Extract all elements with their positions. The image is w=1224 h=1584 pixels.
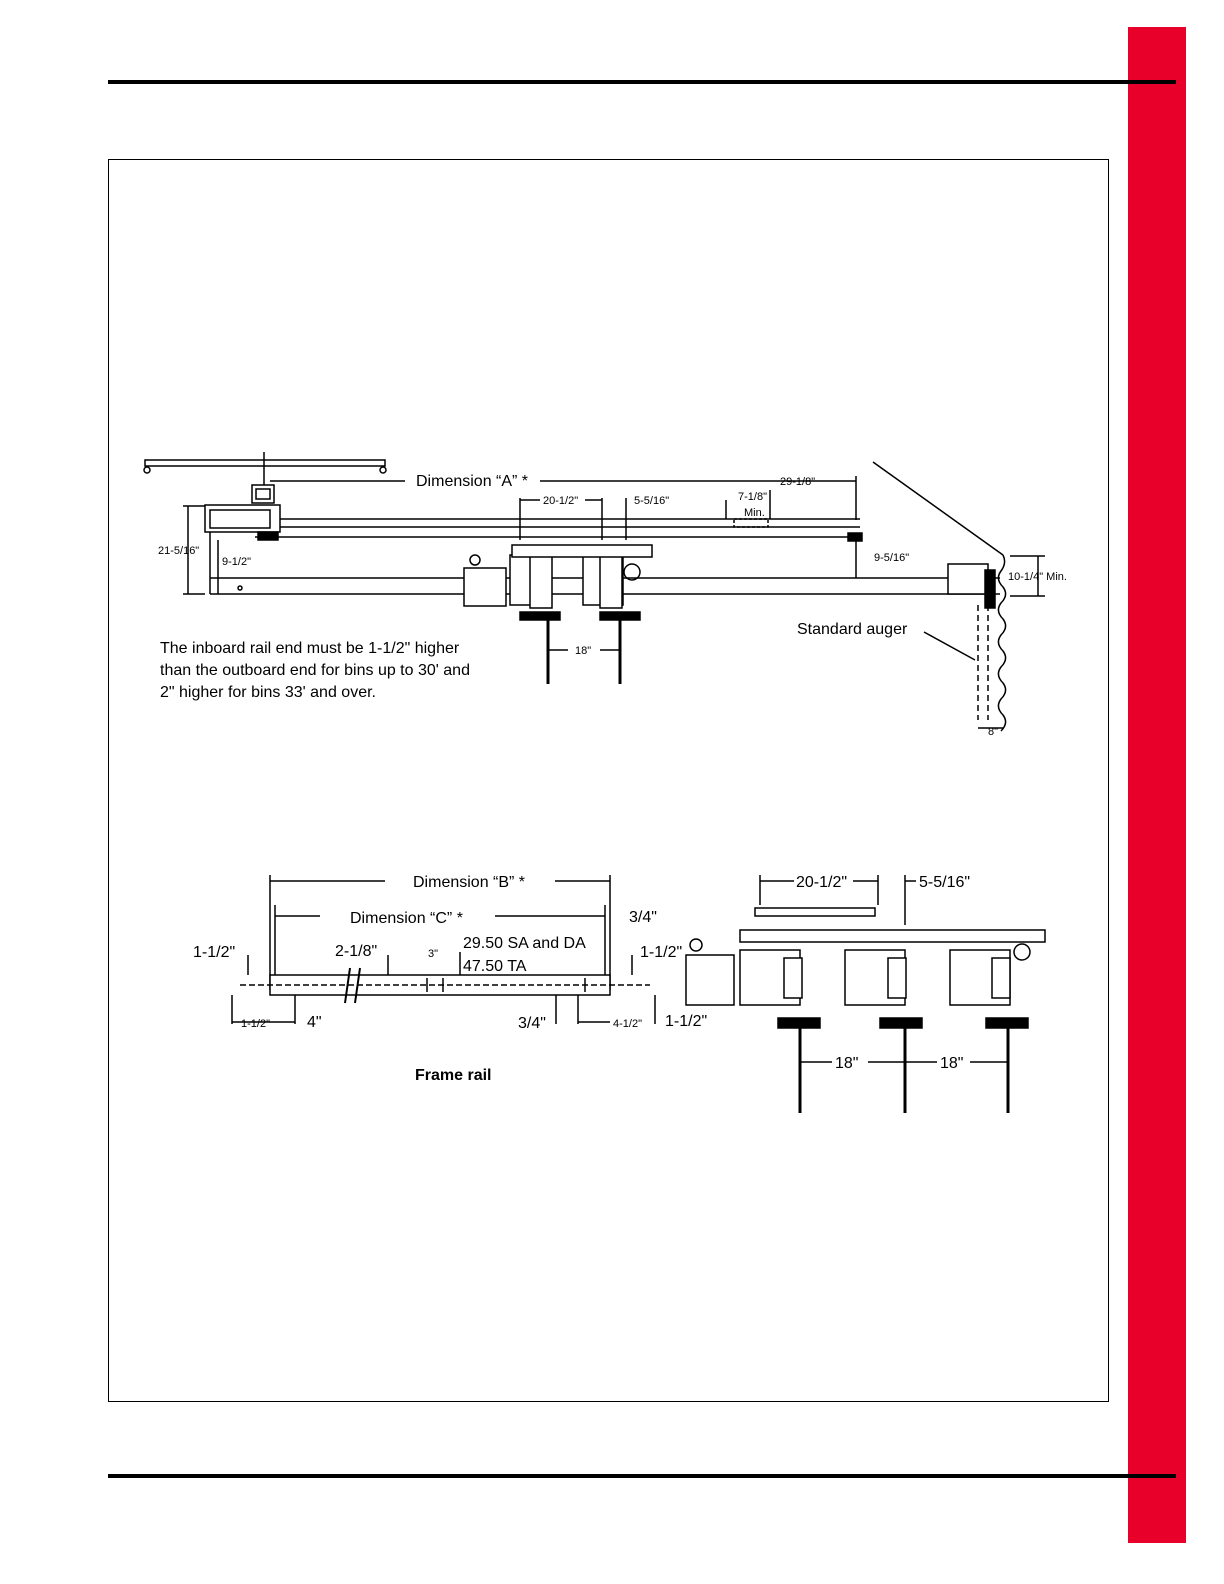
frame-rail-drawing: Dimension “B” * Dimension “C” * 3/4" 1-1… (193, 874, 707, 1084)
dim-18-triple-a: 18" (835, 1055, 858, 1072)
section-tab (1128, 27, 1186, 1543)
dim-29-50-sa-da: 29.50 SA and DA (463, 935, 586, 952)
dimension-a-label: Dimension “A” * (416, 473, 528, 490)
triple-drive-unit: 20-1/2" 5-5/16" 18" 18" (685, 874, 1046, 1113)
top-installation-view: Dimension “A” * 29-1/8" 20-1/2" 5-5/16" … (143, 452, 1067, 738)
header-rule (108, 80, 1176, 84)
dim-10-1-4-min: 10-1/4" Min. (1008, 571, 1067, 583)
note-line-2: than the outboard end for bins up to 30'… (160, 662, 470, 679)
dim-1-1-2-bottom-left: 1-1/2" (241, 1018, 270, 1030)
dim-5-5-16-triple: 5-5/16" (919, 874, 970, 891)
dim-3-4-bottom: 3/4" (518, 1015, 546, 1032)
dim-3: 3" (428, 948, 438, 960)
dim-7-1-8: 7-1/8" (738, 491, 767, 503)
dim-1-1-2-bottom-right: 1-1/2" (665, 1013, 707, 1030)
dim-20-1-2-top: 20-1/2" (543, 495, 578, 507)
dim-8: 8" (988, 726, 998, 738)
dim-min-label: Min. (744, 507, 765, 519)
dim-18-triple-b: 18" (940, 1055, 963, 1072)
note-line-3: 2" higher for bins 33' and over. (160, 684, 376, 701)
standard-auger-label: Standard auger (797, 621, 908, 638)
frame-rail-caption: Frame rail (415, 1067, 491, 1084)
dim-5-5-16-top: 5-5/16" (634, 495, 669, 507)
footer-rule (108, 1474, 1176, 1478)
note-line-1: The inboard rail end must be 1-1/2" high… (160, 640, 460, 657)
figure-frame (108, 159, 1109, 1402)
dim-18-top: 18" (575, 645, 591, 657)
dim-9-5-16: 9-5/16" (874, 552, 909, 564)
dim-21-5-16: 21-5/16" (158, 545, 199, 557)
dim-1-1-2-right: 1-1/2" (640, 944, 682, 961)
dim-4-1-2: 4-1/2" (613, 1018, 642, 1030)
upper-rail (204, 504, 863, 542)
dim-29-1-8: 29-1/8" (780, 476, 815, 488)
inboard-rail-note: The inboard rail end must be 1-1/2" high… (160, 638, 540, 704)
dim-4: 4" (307, 1014, 322, 1031)
support-bar (143, 452, 387, 504)
dim-20-1-2-triple: 20-1/2" (796, 874, 847, 891)
dimension-b-label: Dimension “B” * (413, 874, 525, 891)
bin-wall (872, 461, 1045, 732)
dim-3-4-top: 3/4" (629, 909, 657, 926)
dim-1-1-2-left: 1-1/2" (193, 944, 235, 961)
dim-2-1-8: 2-1/8" (335, 943, 377, 960)
dim-9-1-2: 9-1/2" (222, 556, 251, 568)
dim-47-50-ta: 47.50 TA (463, 958, 527, 975)
drive-unit (463, 544, 653, 684)
dimension-c-label: Dimension “C” * (350, 910, 463, 927)
